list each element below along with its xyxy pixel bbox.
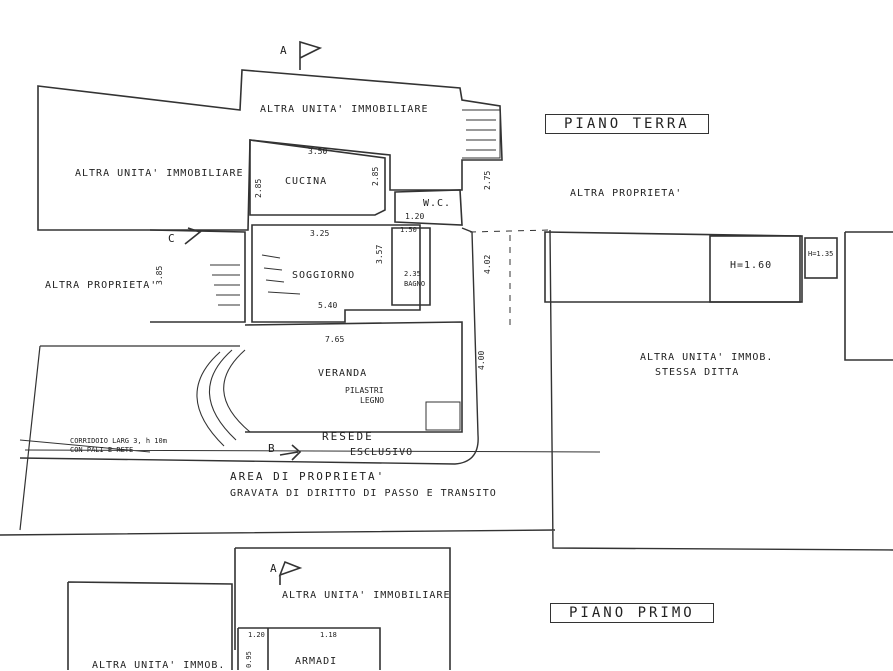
area-line1: AREA DI PROPRIETA' <box>230 470 386 483</box>
room-wc: W.C. <box>423 198 452 209</box>
wall-stair-left <box>149 229 246 323</box>
room-bath: BAGNO <box>404 280 426 288</box>
dim-living-bottom: 5.40 <box>318 301 338 310</box>
dim-shed-1: H=1.60 <box>730 260 773 271</box>
section-arrow-b <box>279 444 302 461</box>
section-arrow-c <box>184 227 202 245</box>
first-floor-armadi: ARMADI <box>295 656 338 667</box>
dim-living-width: 3.25 <box>310 229 330 238</box>
dim-bath: 1.50 <box>400 226 417 234</box>
dim-kitchen-width: 3.50 <box>308 147 328 156</box>
shed-1 <box>709 235 803 303</box>
dim-left-height: 3.85 <box>155 265 164 285</box>
ground-floor-title: PIANO TERRA <box>545 114 709 134</box>
first-floor-neighbor-left: ALTRA UNITA' IMMOB. <box>92 660 226 671</box>
wall-living <box>251 224 421 323</box>
neighbor-right-bottom-1: ALTRA UNITA' IMMOB. <box>640 352 774 363</box>
wall-first-floor-top <box>234 547 451 670</box>
note-pilastri-1: PILASTRI <box>345 386 384 395</box>
boundary-main <box>19 227 479 465</box>
section-arrow-a-bottom <box>278 560 303 585</box>
neighbor-right-bottom-2: STESSA DITTA <box>655 367 740 378</box>
left-extension <box>19 345 240 531</box>
wall-kitchen <box>249 139 386 216</box>
room-living: SOGGIORNO <box>292 270 356 281</box>
corridor-line <box>19 439 601 453</box>
room-resede: RESEDE <box>322 430 374 443</box>
wall-veranda <box>244 321 463 433</box>
wall-neighbor-top-left <box>37 69 503 231</box>
room-kitchen: CUCINA <box>285 176 328 187</box>
wall-first-floor-left <box>67 581 233 670</box>
first-floor-title: PIANO PRIMO <box>550 603 714 623</box>
neighbor-left: ALTRA UNITA' IMMOBILIARE <box>75 168 244 179</box>
veranda-steps <box>196 349 251 447</box>
neighbor-left-mid: ALTRA PROPRIETA' <box>45 280 158 291</box>
area-line2: GRAVATA DI DIRITTO DI PASSO E TRANSITO <box>230 488 497 499</box>
boundary-lower <box>0 229 893 551</box>
section-c: C <box>168 232 177 245</box>
room-esclusivo: ESCLUSIVO <box>350 447 414 458</box>
first-floor-section-a: A <box>270 562 279 575</box>
neighbor-top: ALTRA UNITA' IMMOBILIARE <box>260 104 429 115</box>
shed-2 <box>804 237 838 279</box>
veranda-stair-box <box>425 401 461 431</box>
dim-right-mid: 4.02 <box>483 254 492 274</box>
dim-right-tall: 4.00 <box>477 350 486 370</box>
dim-right-small: 2.75 <box>483 170 492 190</box>
section-b: B <box>268 442 277 455</box>
dim-kitchen-right: 2.85 <box>371 166 380 186</box>
first-floor-dim-1: 1.20 <box>248 631 265 639</box>
wall-wc <box>394 189 463 226</box>
section-a-top: A <box>280 44 289 57</box>
first-floor-dim-2: 1.18 <box>320 631 337 639</box>
first-floor-dim-3: 0.95 <box>245 651 253 668</box>
dim-shed-2: H=1.35 <box>808 250 834 258</box>
dashed-section <box>469 229 551 330</box>
dim-wc-width: 1.20 <box>405 212 425 221</box>
note-pilastri-2: LEGNO <box>360 396 385 405</box>
wall-bagno <box>391 227 431 306</box>
dim-bath-h: 2.35 <box>404 270 421 278</box>
dim-kitchen-left: 2.85 <box>254 178 263 198</box>
room-veranda: VERANDA <box>318 368 368 379</box>
note-corridor-1: CORRIDOIO LARG 3, h 10m <box>70 437 167 445</box>
stair-left-treads <box>210 264 240 306</box>
section-arrow-a-top <box>299 40 323 70</box>
neighbor-right-top: ALTRA PROPRIETA' <box>570 188 683 199</box>
first-floor-neighbor-top: ALTRA UNITA' IMMOBILIARE <box>282 590 451 601</box>
dim-veranda-width: 7.65 <box>325 335 345 344</box>
wall-right-neighbor <box>844 231 893 361</box>
stair-living-treads <box>261 254 301 295</box>
note-corridor-2: CON PALI E RETE <box>70 446 134 454</box>
wall-first-floor-rooms <box>237 627 381 670</box>
dim-living-right: 3.57 <box>375 244 384 264</box>
stair-top-right <box>462 109 501 159</box>
